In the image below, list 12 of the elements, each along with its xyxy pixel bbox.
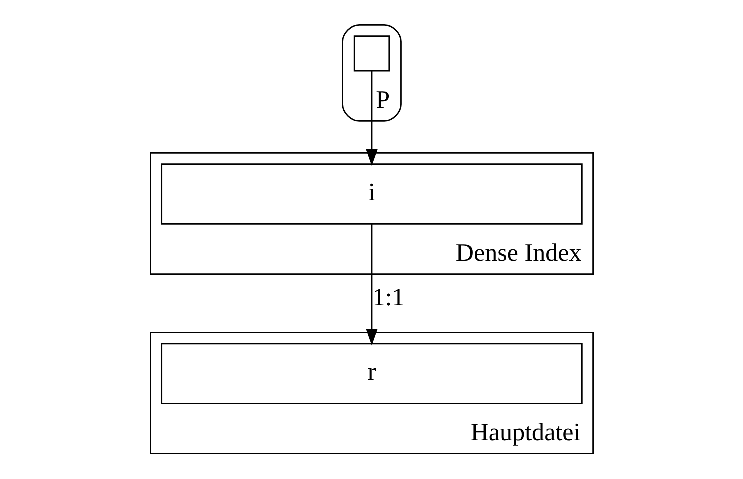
- node-box: i: [160, 164, 582, 225]
- node-box: r: [160, 343, 582, 404]
- node-box: [353, 36, 390, 72]
- node-label: Hauptdatei: [470, 419, 580, 446]
- cluster: [342, 24, 402, 122]
- edge-label: 1:1: [372, 284, 404, 312]
- arrow: [366, 224, 378, 346]
- node-label: P: [376, 86, 390, 114]
- arrow: [366, 71, 378, 166]
- cluster: [150, 332, 594, 455]
- cluster: [150, 152, 594, 275]
- node-label: Dense Index: [455, 240, 582, 267]
